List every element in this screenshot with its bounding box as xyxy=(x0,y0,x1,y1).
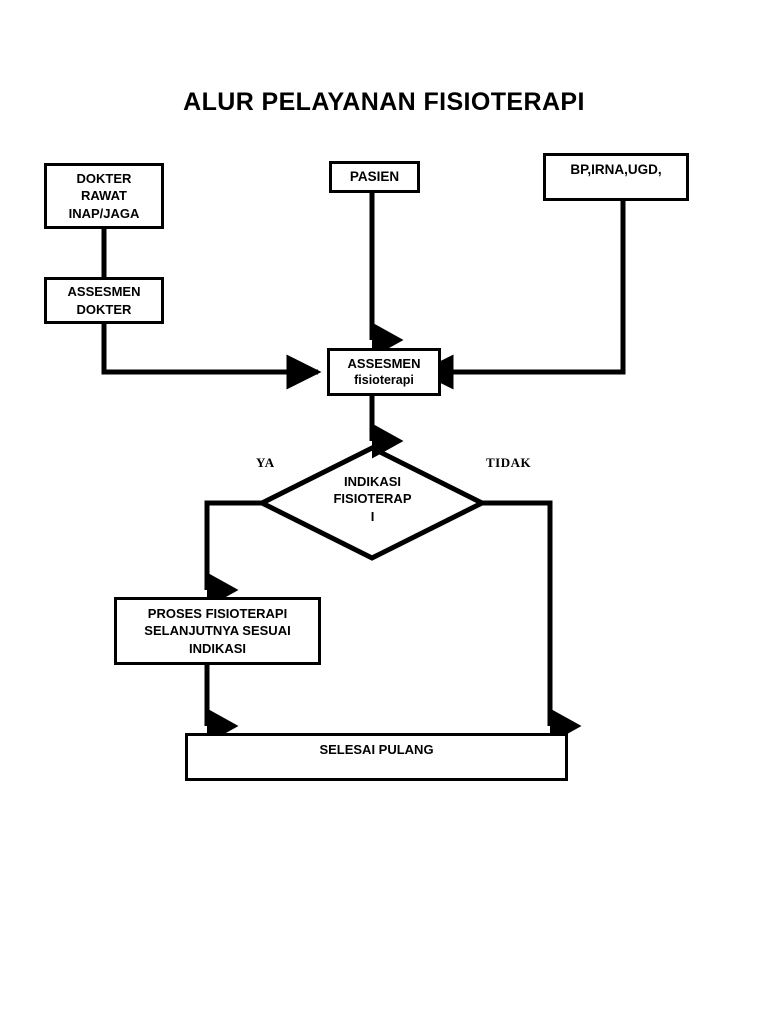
edge-label-ya: YA xyxy=(256,455,275,470)
edge-bp-irna-ugd-to-assesmen-fisio xyxy=(418,201,626,390)
page-title: ALUR PELAYANAN FISIOTERAPI xyxy=(183,88,585,116)
node-pasien-label: PASIEN xyxy=(349,169,400,185)
decision-diamond-indikasi xyxy=(256,445,488,561)
node-bp-irna-ugd-label: BP,IRNA,UGD, xyxy=(570,162,662,177)
node-selesai-pulang: SELESAI PULANG xyxy=(185,733,568,781)
node-dokter-rawat-inap-jaga-label: DOKTER RAWAT INAP/JAGA xyxy=(68,171,140,221)
node-assesmen-fisioterapi-label: ASSESMEN fisioterapi xyxy=(330,338,438,406)
node-assesmen-dokter: ASSESMEN DOKTER xyxy=(44,277,164,324)
node-indikasi-fisioterapi-label: INDIKASI FISIOTERAP I xyxy=(333,474,412,524)
node-assesmen-fisioterapi-line2: fisioterapi xyxy=(354,373,414,388)
edge-label-tidak: TIDAK xyxy=(486,455,532,470)
node-bp-irna-ugd: BP,IRNA,UGD, xyxy=(543,153,689,201)
edge-indikasi-tidak-to-selesai xyxy=(482,500,582,744)
node-assesmen-fisioterapi: ASSESMEN fisioterapi xyxy=(327,348,441,396)
node-pasien: PASIEN xyxy=(329,161,420,193)
node-proses-fisioterapi: PROSES FISIOTERAPI SELANJUTNYA SESUAI IN… xyxy=(114,597,321,665)
node-proses-fisioterapi-label: PROSES FISIOTERAPI SELANJUTNYA SESUAI IN… xyxy=(144,606,291,656)
node-assesmen-fisioterapi-line1: ASSESMEN xyxy=(347,356,421,372)
edge-assesmen-dokter-to-assesmen-fisio xyxy=(101,324,322,390)
edge-indikasi-ya-to-proses xyxy=(204,500,262,608)
node-assesmen-dokter-label: ASSESMEN DOKTER xyxy=(67,284,141,317)
node-dokter-rawat-inap-jaga: DOKTER RAWAT INAP/JAGA xyxy=(44,163,164,229)
node-selesai-pulang-label: SELESAI PULANG xyxy=(319,742,434,757)
